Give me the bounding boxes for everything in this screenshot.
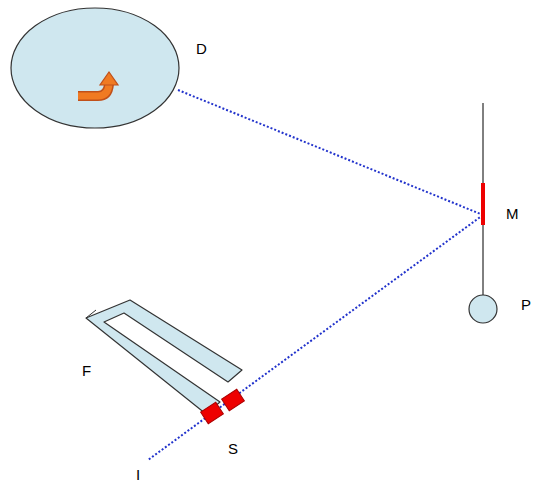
pendulum-bob [469,295,497,323]
part-label: M [506,205,519,222]
rotating-disc [11,8,179,128]
part-label: F [82,362,91,379]
slit [201,389,245,424]
part-label: S [228,440,238,457]
light-ray [148,215,483,460]
part-label: I [136,466,140,483]
rotation-arrow [78,72,118,96]
light-ray [178,90,483,215]
part-label: D [196,40,207,57]
part-label: P [521,296,531,313]
mirror [481,183,485,225]
tuning-fork [86,300,242,414]
fork-edge [86,310,96,318]
